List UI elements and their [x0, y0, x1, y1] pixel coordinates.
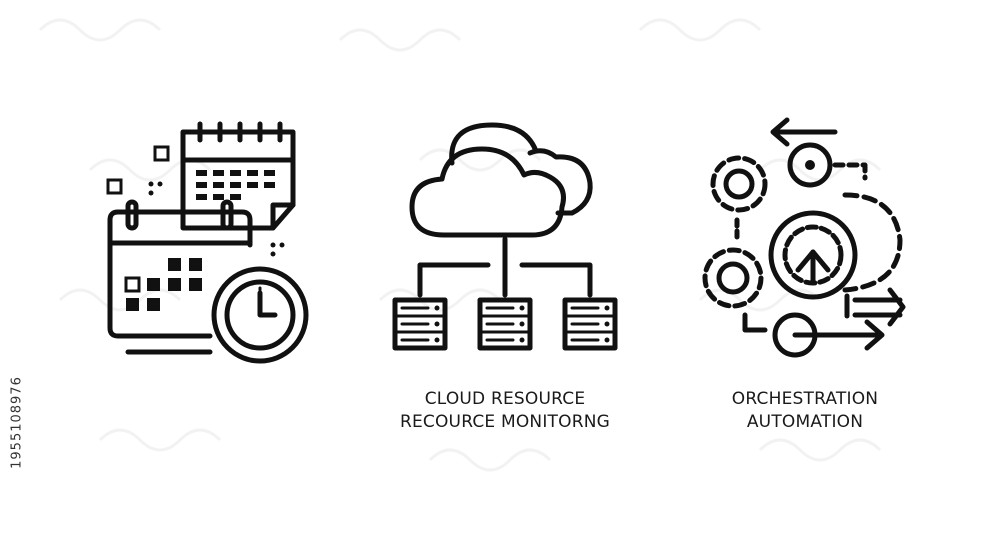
small-gear-bottom-left [702, 247, 764, 309]
server-rack-left [392, 297, 448, 351]
arrows-right-icon [844, 287, 906, 327]
cloud-server-network-icon [392, 122, 618, 351]
center-gear [768, 210, 858, 300]
cloud-resource-caption: CLOUD RESOURCE RECOURCE MONITORNG [380, 388, 630, 434]
caption-line-2: AUTOMATION [746, 412, 864, 432]
network-lines [417, 236, 593, 298]
cloud-icon [409, 122, 593, 238]
target-icon [787, 142, 833, 188]
front-calendar [107, 199, 253, 355]
large-gear-right [842, 192, 903, 293]
stock-id-label: 1955108976 [9, 376, 25, 469]
gear-orchestration-icon [702, 117, 906, 358]
server-rack-center [477, 297, 533, 351]
orchestration-caption: ORCHESTRATION AUTOMATION [680, 388, 930, 434]
arrow-left-icon [770, 117, 838, 147]
caption-line-1: ORCHESTRATION [731, 389, 879, 409]
small-gear-top-left [710, 155, 768, 213]
clock-icon [211, 266, 309, 364]
caption-line-1: CLOUD RESOURCE [424, 389, 586, 409]
target-arrow-icon [772, 312, 885, 358]
caption-line-2: RECOURCE MONITORNG [399, 412, 611, 432]
calendar-clock-icon [106, 121, 309, 364]
server-rack-right [562, 297, 618, 351]
